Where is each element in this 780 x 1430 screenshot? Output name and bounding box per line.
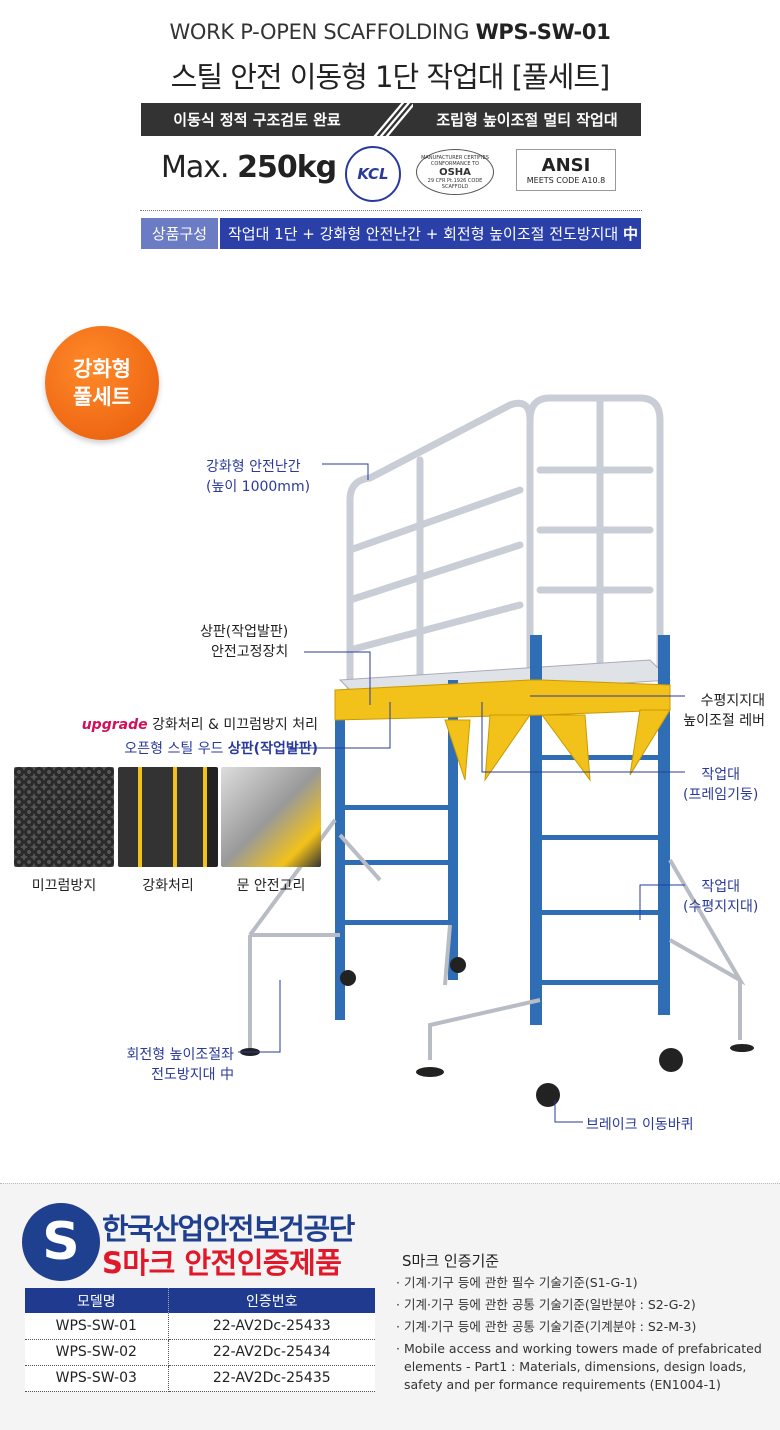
divider [140, 210, 642, 211]
kcl-logo: KCL [345, 146, 401, 202]
outrigger-label2: 전도방지대 中 [151, 1067, 234, 1083]
scaffold-illustration [238, 394, 754, 1123]
max-capacity: Max. 250kg [161, 150, 337, 185]
cell-model: WPS-SW-02 [25, 1339, 169, 1366]
osha-logo: MANUFACTURER CERTIFIES CONFORMANCE TO OS… [416, 149, 494, 195]
cell-model: WPS-SW-03 [25, 1365, 169, 1392]
banner-left: 이동식 정적 구조검토 완료 [173, 111, 341, 129]
yellow-platform [334, 679, 671, 782]
cell-cert: 22-AV2Dc-25435 [168, 1365, 375, 1392]
callout-railing: 강화형 안전난간 (높이 1000mm) [206, 456, 310, 496]
banner-right: 조립형 높이조절 멀티 작업대 [436, 111, 618, 129]
osha-text: OSHA [439, 166, 471, 178]
caption-anti-slip: 미끄럼방지 [31, 878, 97, 894]
frame-label2: (프레임기둥) [683, 787, 759, 803]
criteria-item: · 기계·기구 등에 관한 필수 기술기준(S1-G-1) [396, 1275, 638, 1290]
callout-lines [238, 463, 685, 1123]
safety-railing [346, 394, 664, 699]
osha-bottom: SCAFFOLD [441, 183, 469, 190]
caption-door-latch: 문 안전고리 [236, 878, 306, 894]
railing-height: (높이 1000mm) [206, 479, 311, 495]
capacity-value: 250kg [237, 150, 337, 185]
cell-cert: 22-AV2Dc-25434 [168, 1339, 375, 1366]
photo-door-latch [221, 767, 321, 867]
model-code: WPS-SW-01 [475, 20, 611, 44]
composition-size: 中 [623, 225, 639, 243]
lever-label2: 높이조절 레버 [683, 713, 765, 729]
badge-line2: 풀세트 [73, 385, 131, 409]
cell-cert: 22-AV2Dc-25433 [168, 1313, 375, 1340]
upgrade-tag: upgrade [81, 717, 148, 733]
header-cert-no: 인증번호 [168, 1288, 375, 1313]
criteria-list: · 기계·기구 등에 관한 필수 기술기준(S1-G-1) · 기계·기구 등에… [396, 1274, 771, 1398]
open-deck-text: 오픈형 스틸 우드 [124, 741, 224, 757]
header-model: 모델명 [25, 1288, 169, 1313]
frame-label1: 작업대 [701, 767, 740, 783]
callout-hbar: 작업대 (수평지지대) [683, 876, 758, 916]
callout-frame: 작업대 (프레임기둥) [683, 764, 758, 804]
criteria-item: · 기계·기구 등에 관한 공통 기술기준(기계분야 : S2-M-3) [396, 1319, 697, 1334]
deck-label: 상판(작업발판) [200, 624, 289, 640]
slash-divider [373, 103, 413, 136]
product-title: 스틸 안전 이동형 1단 작업대 [풀세트] [170, 60, 611, 94]
ansi-sub: MEETS CODE A10.8 [526, 176, 606, 185]
smark-title: S마크 안전인증제품 [102, 1246, 342, 1280]
open-deck-bold: 상판(작업발판) [227, 741, 318, 757]
badge-line1: 강화형 [73, 357, 131, 381]
criteria-item: · Mobile access and working towers made … [396, 1341, 762, 1392]
callout-deck: 상판(작업발판) 안전고정장치 [200, 621, 288, 661]
hbar-label2: (수평지지대) [683, 899, 759, 915]
wheels [240, 957, 754, 1107]
hbar-label1: 작업대 [701, 879, 740, 895]
kosha-org-name: 한국산업안전보건공단 [102, 1212, 355, 1246]
deck-lock-label: 안전고정장치 [210, 644, 289, 660]
outriggers [248, 818, 746, 1060]
composition-label: 상품구성 [141, 218, 218, 249]
s-logo-letter: S [42, 1212, 80, 1272]
composition-value: 작업대 1단 + 강화형 안전난간 + 회전형 높이조절 전도방지대 中 [220, 218, 641, 249]
composition-text: 작업대 1단 + 강화형 안전난간 + 회전형 높이조절 전도방지대 [228, 225, 619, 243]
kosha-s-logo: S [22, 1203, 100, 1281]
criteria-item: · 기계·기구 등에 관한 공통 기술기준(일반분야 : S2-G-2) [396, 1297, 696, 1312]
capacity-prefix: Max. [161, 150, 230, 185]
railing-label: 강화형 안전난간 [206, 459, 301, 475]
photo-reinforced [118, 767, 218, 867]
osha-mid: CONFORMANCE TO [430, 160, 480, 167]
osha-code: 29 CFR Pt.1926 CODE [427, 177, 483, 184]
outrigger-label1: 회전형 높이조절좌 [126, 1047, 235, 1063]
subtitle-text: WORK P-OPEN SCAFFOLDING [169, 20, 470, 44]
photo-anti-slip [14, 767, 114, 867]
composition-bar: 상품구성 작업대 1단 + 강화형 안전난간 + 회전형 높이조절 전도방지대 … [141, 218, 641, 249]
blue-frames [335, 635, 670, 1025]
feature-banner: 이동식 정적 구조검토 완료 조립형 높이조절 멀티 작업대 [141, 103, 641, 136]
cell-model: WPS-SW-01 [25, 1313, 169, 1340]
callout-wheel: 브레이크 이동바퀴 [586, 1117, 694, 1133]
callout-upgrade: upgrade 강화처리 & 미끄럼방지 처리 오픈형 스틸 우드 상판(작업발… [0, 713, 318, 761]
caption-reinforced: 강화처리 [142, 878, 194, 894]
product-subtitle: WORK P-OPEN SCAFFOLDING WPS-SW-01 [0, 20, 780, 44]
lever-label1: 수평지지대 [700, 693, 765, 709]
ansi-text: ANSI [541, 155, 591, 176]
kcl-text: KCL [357, 165, 389, 183]
osha-top: MANUFACTURER CERTIFIES [421, 154, 489, 161]
criteria-title: S마크 인증기준 [402, 1252, 500, 1270]
upgrade-text: 강화처리 & 미끄럼방지 처리 [152, 717, 318, 733]
